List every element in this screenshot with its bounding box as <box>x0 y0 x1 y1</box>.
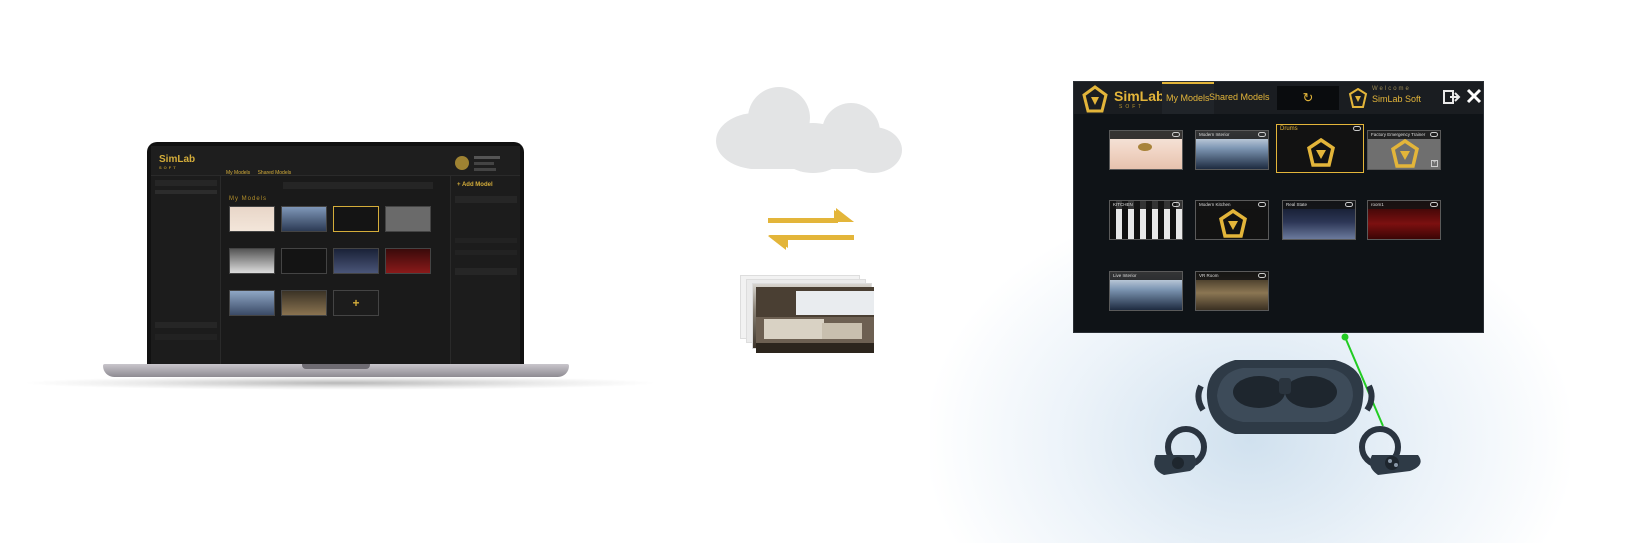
exit-button[interactable] <box>1443 88 1461 106</box>
model-card[interactable]: Live Interior <box>1109 271 1183 311</box>
welcome-panel: Welcome SimLab Soft <box>1346 84 1438 112</box>
vr-logo-text: SimLab <box>1114 88 1165 104</box>
cloud-sync-icon <box>1258 202 1266 207</box>
model-card-title: room1 <box>1368 201 1440 209</box>
cloud-sync-icon <box>1353 126 1361 131</box>
model-card-title: Modern Interior <box>1196 131 1268 139</box>
laptop-thumb[interactable] <box>385 206 431 232</box>
laptop-thumb[interactable] <box>229 248 275 274</box>
simlab-logo-icon <box>1391 139 1419 168</box>
laptop-screen: SimLab SOFT My Models Shared Models <box>151 146 520 368</box>
laptop-add-model-label: Add Model <box>461 182 493 188</box>
model-card-title: VR Room <box>1196 272 1268 280</box>
model-card-selected[interactable]: Drums <box>1276 124 1364 173</box>
refresh-icon: ↻ <box>1302 90 1314 105</box>
user-logo-icon <box>1348 88 1368 108</box>
laptop-logo-sub: SOFT <box>159 165 178 170</box>
right-controller-icon <box>1359 426 1421 475</box>
laptop-thumb[interactable] <box>229 290 275 316</box>
cloud-icon <box>716 87 902 173</box>
scene-photo-image <box>756 287 874 353</box>
laptop-right-panel: + Add Model <box>450 176 520 368</box>
laptop-tabs: My Models Shared Models <box>226 170 297 176</box>
laptop-base <box>103 364 569 377</box>
scene-detail <box>1138 143 1152 151</box>
model-card[interactable]: Modern Kitchen <box>1195 200 1269 240</box>
tab-shared-models[interactable]: Shared Models <box>1209 92 1270 102</box>
model-card[interactable]: VR Room <box>1195 271 1269 311</box>
laptop-tab-my-models[interactable]: My Models <box>226 170 251 176</box>
model-card-title: Modern Kitchen <box>1196 201 1268 209</box>
laptop-tab-shared-models[interactable]: Shared Models <box>257 170 292 176</box>
laptop-logo: SimLab SOFT <box>159 154 195 170</box>
laptop: SimLab SOFT My Models Shared Models <box>147 142 524 368</box>
cloud-sync-icon <box>1430 132 1438 137</box>
left-controller-icon <box>1154 426 1207 475</box>
exit-icon <box>1443 90 1461 104</box>
simlab-logo-icon <box>1082 85 1108 113</box>
vr-header: SimLab SOFT My Models Shared Models ↻ We… <box>1074 82 1483 114</box>
laptop-user-avatar-icon <box>455 156 500 171</box>
laptop-section-title: My Models <box>229 196 268 202</box>
plus-icon: + <box>352 296 360 310</box>
laptop-thumb[interactable] <box>281 248 327 274</box>
laptop-left-panel <box>151 176 221 368</box>
laptop-thumb[interactable] <box>385 248 431 274</box>
close-button[interactable] <box>1465 85 1483 107</box>
laptop-add-thumb[interactable]: + <box>333 290 379 316</box>
simlab-logo-icon <box>1307 137 1335 167</box>
model-card-title: Live Interior <box>1110 272 1182 280</box>
cloud-sync-icon <box>1345 202 1353 207</box>
model-card-title: Real State <box>1283 201 1355 209</box>
model-card[interactable]: room1 <box>1367 200 1441 240</box>
laptop-shadow <box>20 376 660 390</box>
cloud-sync-icon <box>1172 202 1180 207</box>
vr-logo-sub: SOFT <box>1119 104 1145 110</box>
laptop-user-panel <box>454 152 514 174</box>
model-card-title: Drums <box>1280 126 1298 132</box>
cloud-sync-icon <box>1172 132 1180 137</box>
vr-logo: SimLab SOFT <box>1080 85 1165 113</box>
cloud-sync-icon <box>1430 202 1438 207</box>
model-card[interactable]: Real State <box>1282 200 1356 240</box>
laptop-thumb[interactable] <box>333 248 379 274</box>
laptop-search-input[interactable] <box>283 182 433 189</box>
close-icon <box>1466 88 1482 104</box>
laptop-app-header: SimLab SOFT My Models Shared Models <box>151 146 520 176</box>
vr-headset-icon <box>1195 360 1375 434</box>
model-card-title <box>1110 131 1182 139</box>
model-card[interactable]: KITCHEN <box>1109 200 1183 240</box>
welcome-label: Welcome <box>1372 86 1411 92</box>
refresh-button[interactable]: ↻ <box>1277 86 1339 110</box>
laptop-thumb[interactable] <box>281 206 327 232</box>
model-card-title: Factory Emergency Trainer <box>1368 131 1440 139</box>
simlab-logo-icon <box>1219 209 1247 238</box>
vr-app-window: SimLab SOFT My Models Shared Models ↻ We… <box>1073 81 1484 333</box>
controller-pointer-ray <box>1341 333 1384 427</box>
laptop-main-panel: My Models + <box>223 176 445 368</box>
sync-arrows-icon <box>768 208 854 250</box>
scene-photos <box>740 275 880 355</box>
laptop-logo-text: SimLab <box>159 154 196 165</box>
tab-my-models[interactable]: My Models <box>1162 82 1214 114</box>
model-card-title: KITCHEN <box>1110 201 1182 209</box>
cloud-sync-icon <box>1258 273 1266 278</box>
laptop-thumb[interactable] <box>333 206 379 232</box>
model-card[interactable]: Modern Interior <box>1195 130 1269 170</box>
laptop-add-model-button[interactable]: + Add Model <box>457 182 493 188</box>
laptop-thumb[interactable] <box>281 290 327 316</box>
model-card[interactable]: Factory Emergency Trainer + <box>1367 130 1441 170</box>
model-card[interactable] <box>1109 130 1183 170</box>
welcome-username: SimLab Soft <box>1372 94 1422 104</box>
laptop-thumb[interactable] <box>229 206 275 232</box>
plus-icon: + <box>1431 160 1438 167</box>
cloud-sync-icon <box>1258 132 1266 137</box>
